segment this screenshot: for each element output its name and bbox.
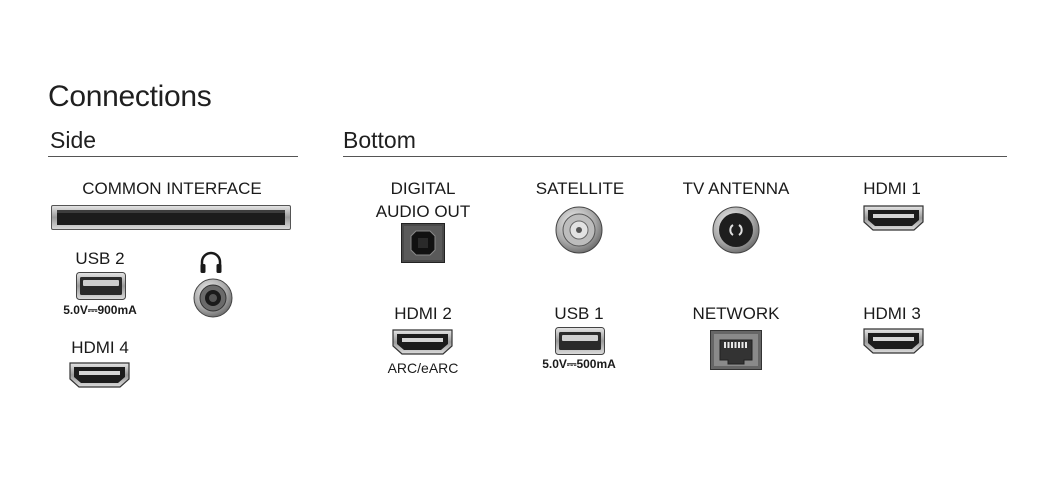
section-side-label: Side bbox=[50, 127, 97, 153]
satellite-connector-icon bbox=[555, 206, 603, 254]
usb1-rating: 5.0V⎓500mA bbox=[542, 357, 616, 371]
hdmi4-port-icon bbox=[68, 361, 131, 389]
usb1-port-icon bbox=[555, 327, 605, 355]
satellite-label: SATELLITE bbox=[535, 179, 625, 198]
page-title: Connections bbox=[48, 80, 212, 113]
headphone-icon bbox=[198, 251, 224, 275]
hdmi2-port-icon bbox=[391, 328, 454, 356]
tv-antenna-label: TV ANTENNA bbox=[682, 179, 790, 198]
usb2-label: USB 2 bbox=[75, 249, 125, 268]
hdmi1-label: HDMI 1 bbox=[863, 179, 921, 198]
digital-audio-label-line1: DIGITAL bbox=[390, 179, 456, 198]
hdmi1-port-icon bbox=[862, 204, 925, 232]
bottom-divider bbox=[343, 156, 1007, 157]
hdmi3-label: HDMI 3 bbox=[863, 304, 921, 323]
side-divider bbox=[48, 156, 298, 157]
hdmi3-port-icon bbox=[862, 327, 925, 355]
hdmi2-label: HDMI 2 bbox=[394, 304, 452, 323]
usb2-rating: 5.0V⎓900mA bbox=[63, 303, 137, 317]
antenna-connector-icon bbox=[712, 206, 760, 254]
common-interface-label: COMMON INTERFACE bbox=[82, 179, 262, 198]
ethernet-port-icon bbox=[710, 330, 762, 370]
usb1-label: USB 1 bbox=[554, 304, 604, 323]
headphone-jack bbox=[193, 278, 233, 318]
common-interface-slot bbox=[51, 205, 291, 230]
hdmi2-arc-label: ARC/eARC bbox=[387, 360, 459, 376]
network-label: NETWORK bbox=[692, 304, 780, 323]
digital-audio-label-line2: AUDIO OUT bbox=[375, 202, 471, 221]
optical-port-icon bbox=[401, 223, 445, 263]
usb2-port-icon bbox=[76, 272, 126, 300]
section-bottom-label: Bottom bbox=[343, 127, 416, 153]
hdmi4-label: HDMI 4 bbox=[71, 338, 129, 357]
